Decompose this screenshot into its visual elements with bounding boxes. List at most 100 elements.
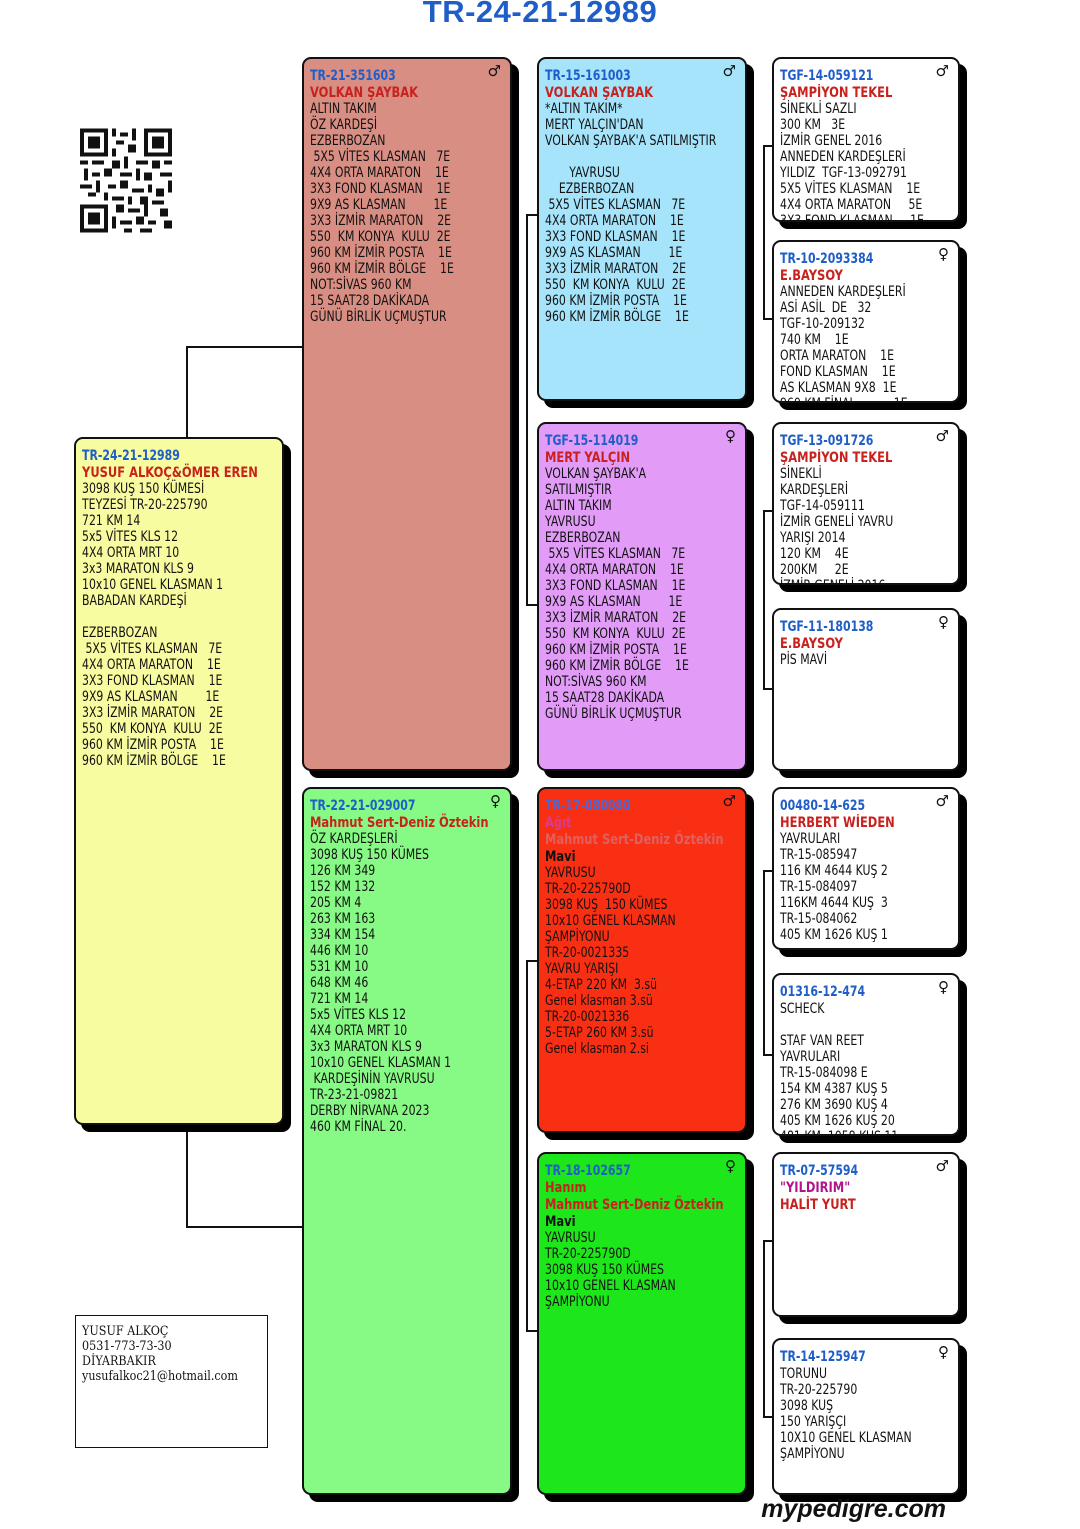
qr-code-icon: [80, 128, 172, 233]
pedigree-title: TR-24-21-12989: [422, 0, 658, 29]
owner-name: HERBERT WİEDEN: [780, 815, 895, 831]
maternal-grandsire-card[interactable]: ♂ TR-17-080080 Ağıt Mahmut Sert-Deniz Öz…: [537, 787, 747, 1133]
owner-name: MERT YALÇIN: [545, 450, 631, 466]
pigeon-notes: YAVRUSU TR-20-225790D 3098 KUŞ 150 KÜMES…: [545, 865, 676, 1057]
pigeon-notes: VOLKAN ŞAYBAK'A SATILMIŞTIR ALTIN TAKIM …: [545, 466, 689, 722]
great-granddam-card[interactable]: ♀ TGF-11-180138 E.BAYSOY PİS MAVİ: [772, 608, 960, 771]
connector-line: [763, 688, 773, 690]
male-icon: ♂: [935, 427, 949, 445]
pigeon-notes: YAVRULARI TR-15-085947 116 KM 4644 KUŞ 2…: [780, 831, 888, 943]
connector-line: [526, 1330, 538, 1332]
connector-line: [763, 318, 773, 320]
owner-name: Mahmut Sert-Deniz Öztekin: [545, 832, 724, 848]
owner-name: E.BAYSOY: [780, 268, 843, 284]
owner-name: VOLKAN ŞAYBAK: [545, 85, 654, 101]
owner-name: E.BAYSOY: [780, 636, 843, 652]
pigeon-notes: PİS MAVİ: [780, 652, 828, 668]
female-icon: ♀: [725, 1157, 736, 1175]
pigeon-notes: ÖZ KARDEŞLERİ 3098 KUŞ 150 KÜMES 126 KM …: [310, 831, 452, 1135]
ring-number: TGF-13-091726: [780, 433, 874, 449]
owner-contact-box: YUSUF ALKOÇ 0531-773-73-30 DİYARBAKIR yu…: [75, 1315, 268, 1448]
ring-number: TR-17-080080: [545, 798, 631, 814]
pigeon-notes: ANNEDEN KARDEŞLERİ ASİ ASİL DE 32 TGF-10…: [780, 284, 908, 401]
ring-number: TR-14-125947: [780, 1349, 866, 1365]
connector-line: [763, 1054, 773, 1056]
owner-city: DİYARBAKIR: [82, 1354, 156, 1369]
ring-number: TGF-14-059121: [780, 68, 874, 84]
connector-line: [763, 510, 765, 690]
female-icon: ♀: [938, 245, 949, 263]
pigeon-notes: ALTIN TAKIM ÖZ KARDEŞİ EZBERBOZAN 5X5 Vİ…: [310, 101, 454, 325]
connector-line: [763, 510, 773, 512]
male-icon: ♂: [935, 62, 949, 80]
male-icon: ♂: [722, 62, 736, 80]
dam-card[interactable]: ♀ TR-22-21-029007 Mahmut Sert-Deniz Özte…: [302, 787, 512, 1495]
female-icon: ♀: [938, 1343, 949, 1361]
female-icon: ♀: [490, 792, 501, 810]
connector-line: [186, 346, 188, 438]
connector-line: [526, 214, 528, 605]
female-icon: ♀: [938, 613, 949, 631]
paternal-granddam-card[interactable]: ♀ TGF-15-114019 MERT YALÇIN VOLKAN ŞAYBA…: [537, 422, 747, 771]
owner-name: ŞAMPİYON TEKEL: [780, 85, 893, 101]
color-name: Mavi: [545, 849, 576, 865]
pigeon-notes: TORUNU TR-20-225790 3098 KUŞ 150 YARIŞÇI…: [780, 1366, 912, 1462]
pigeon-notes: SCHECK STAF VAN REET YAVRULARI TR-15-084…: [780, 1001, 898, 1134]
connector-line: [526, 960, 538, 962]
great-grandsire-card[interactable]: ♂ 00480-14-625 HERBERT WİEDEN YAVRULARI …: [772, 787, 960, 950]
pigeon-name: "YILDIRIM": [780, 1180, 851, 1196]
pigeon-name: Hanım: [545, 1180, 587, 1196]
connector-line: [186, 346, 304, 348]
color-name: Mavi: [545, 1214, 576, 1230]
male-icon: ♂: [722, 792, 736, 810]
female-icon: ♀: [725, 427, 736, 445]
pigeon-name: Ağıt: [545, 815, 572, 831]
male-icon: ♂: [487, 62, 501, 80]
great-granddam-card[interactable]: ♀ TR-14-125947 TORUNU TR-20-225790 3098 …: [772, 1338, 960, 1495]
ring-number: TR-15-161003: [545, 68, 631, 84]
connector-line: [763, 145, 765, 320]
brand-footer[interactable]: mypedigre.com: [761, 1495, 946, 1523]
connector-line: [186, 1125, 188, 1228]
great-granddam-card[interactable]: ♀ 01316-12-474 SCHECK STAF VAN REET YAVR…: [772, 973, 960, 1136]
subject-pigeon-card[interactable]: TR-24-21-12989 YUSUF ALKOÇ&ÖMER EREN 309…: [74, 437, 284, 1125]
great-grandsire-card[interactable]: ♂ TGF-14-059121 ŞAMPİYON TEKEL SİNEKLİ S…: [772, 57, 960, 222]
owner-email: yusufalkoc21@hotmail.com: [82, 1369, 238, 1384]
maternal-granddam-card[interactable]: ♀ TR-18-102657 Hanım Mahmut Sert-Deniz Ö…: [537, 1152, 747, 1495]
great-grandsire-card[interactable]: ♂ TR-07-57594 "YILDIRIM" HALİT YURT: [772, 1152, 960, 1317]
paternal-grandsire-card[interactable]: ♂ TR-15-161003 VOLKAN ŞAYBAK *ALTIN TAKI…: [537, 57, 747, 401]
connector-line: [763, 870, 765, 1056]
male-icon: ♂: [935, 792, 949, 810]
pigeon-notes: SİNEKLİ KARDEŞLERİ TGF-14-059111 İZMİR G…: [780, 466, 894, 583]
pigeon-notes: *ALTIN TAKIM* MERT YALÇIN'DAN VOLKAN ŞAY…: [545, 101, 717, 325]
owner-name: Mahmut Sert-Deniz Öztekin: [545, 1197, 724, 1213]
ring-number: TR-21-351603: [310, 68, 396, 84]
ring-number: 00480-14-625: [780, 798, 866, 814]
great-grandsire-card[interactable]: ♂ TGF-13-091726 ŞAMPİYON TEKEL SİNEKLİ K…: [772, 422, 960, 585]
ring-number: TR-22-21-029007: [310, 798, 416, 814]
sire-card[interactable]: ♂ TR-21-351603 VOLKAN ŞAYBAK ALTIN TAKIM…: [302, 57, 512, 771]
owner-name: Mahmut Sert-Deniz Öztekin: [310, 815, 489, 831]
connector-line: [763, 870, 773, 872]
connector-line: [526, 214, 538, 216]
connector-line: [763, 1416, 773, 1418]
owner-name: ŞAMPİYON TEKEL: [780, 450, 893, 466]
ring-number: TGF-11-180138: [780, 619, 874, 635]
ring-number: TGF-15-114019: [545, 433, 639, 449]
connector-line: [763, 1240, 765, 1418]
owner-phone: 0531-773-73-30: [82, 1339, 172, 1354]
great-granddam-card[interactable]: ♀ TR-10-2093384 E.BAYSOY ANNEDEN KARDEŞL…: [772, 240, 960, 403]
ring-number: TR-10-2093384: [780, 251, 874, 267]
connector-line: [186, 1226, 304, 1228]
connector-line: [526, 604, 538, 606]
connector-line: [763, 145, 773, 147]
owner-name: VOLKAN ŞAYBAK: [310, 85, 419, 101]
ring-number: 01316-12-474: [780, 984, 866, 1000]
pigeon-notes: SİNEKLİ SAZLI 300 KM 3E İZMİR GENEL 2016…: [780, 101, 924, 222]
male-icon: ♂: [935, 1157, 949, 1175]
pigeon-notes: 3098 KUŞ 150 KÜMESİ TEYZESİ TR-20-225790…: [82, 481, 226, 769]
owner-name: YUSUF ALKOÇ: [82, 1324, 169, 1339]
pigeon-notes: YAVRUSU TR-20-225790D 3098 KUŞ 150 KÜMES…: [545, 1230, 676, 1310]
connector-line: [526, 960, 528, 1332]
ring-number: TR-07-57594: [780, 1163, 859, 1179]
